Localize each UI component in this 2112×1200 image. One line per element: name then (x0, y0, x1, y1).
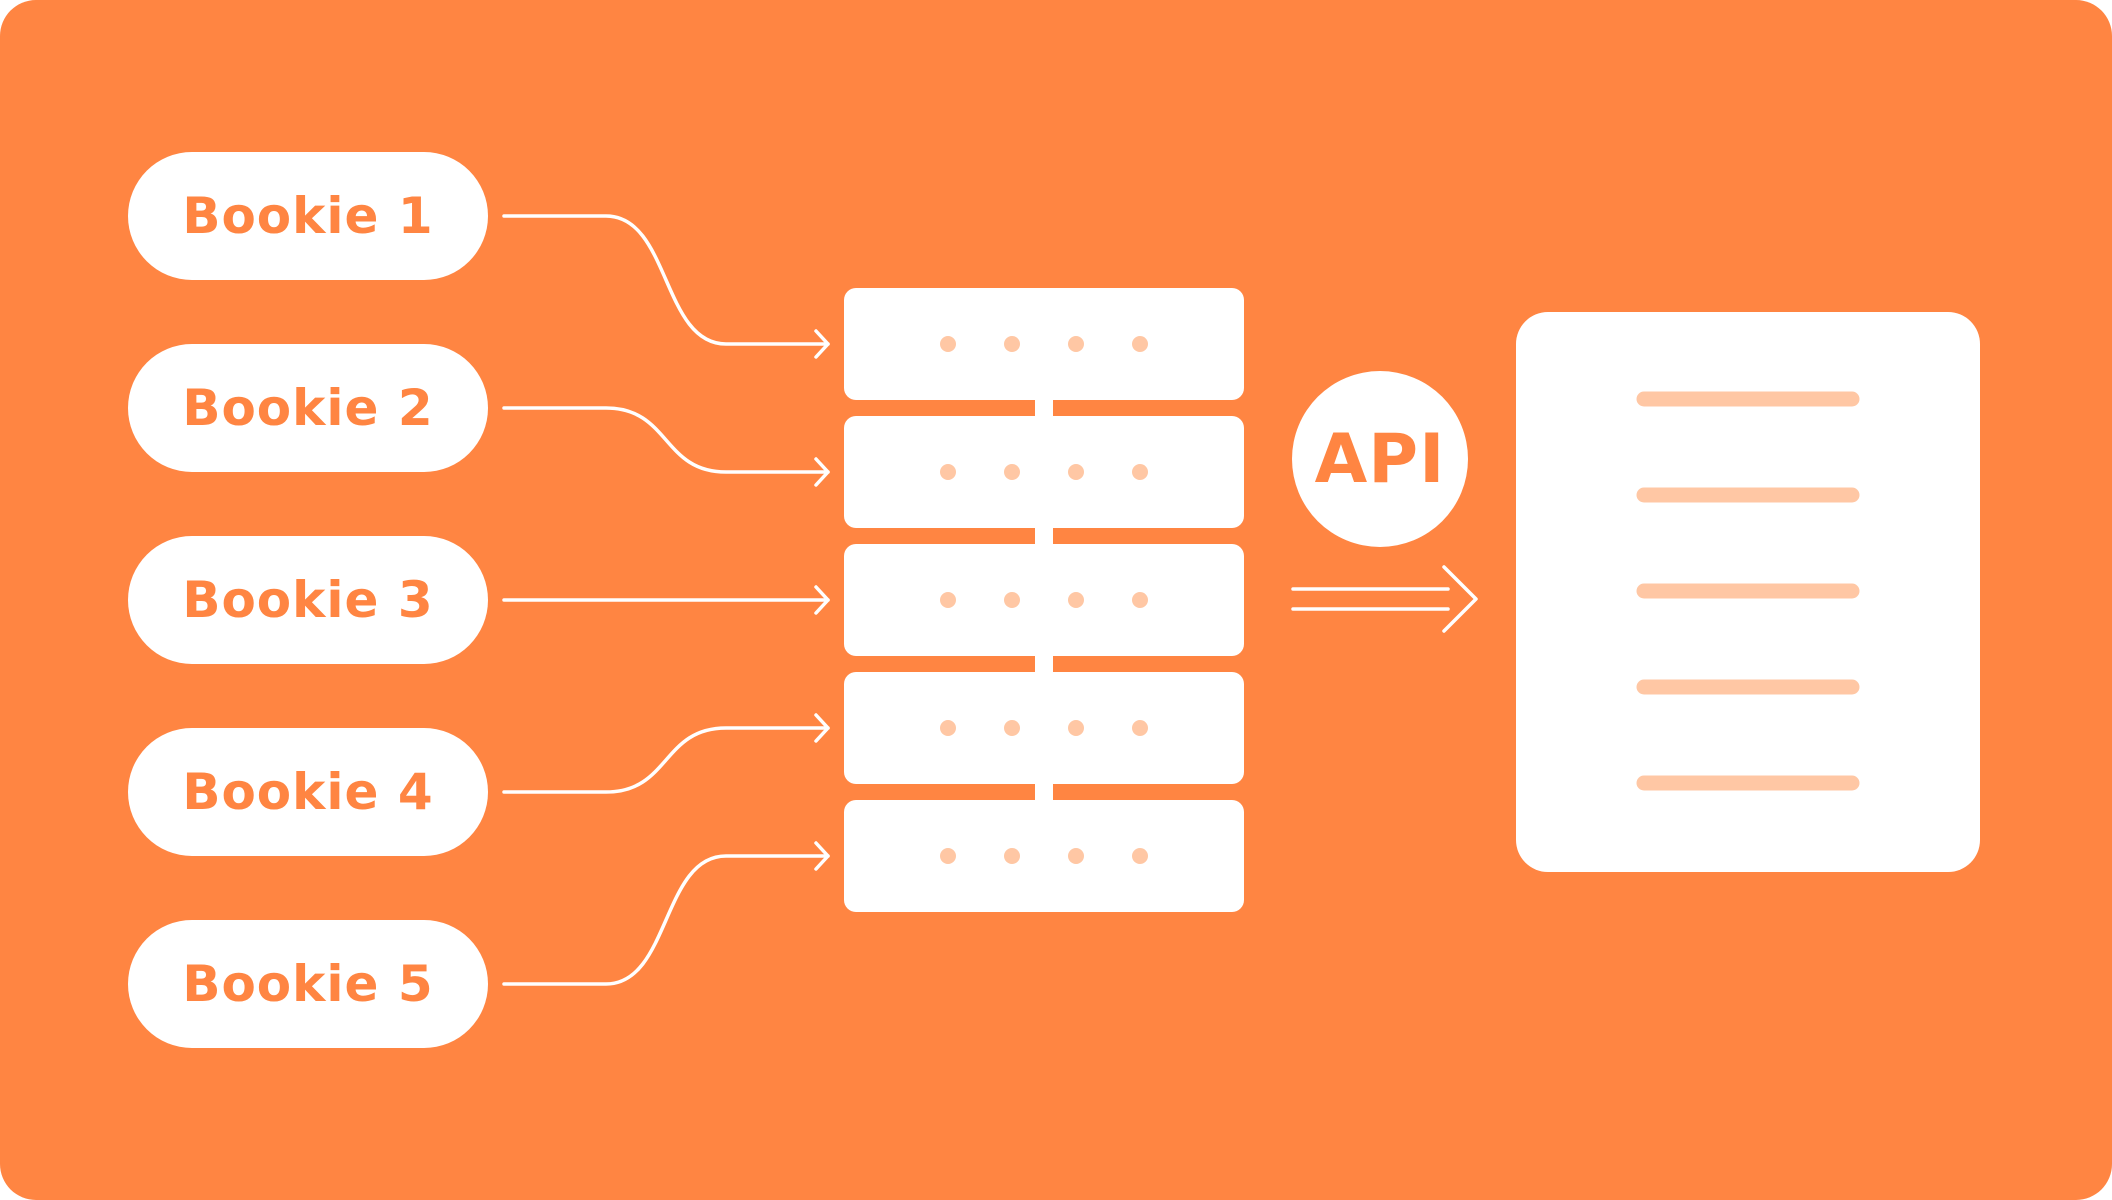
server-connector (1035, 528, 1053, 544)
server-indicator-dot (1068, 336, 1084, 352)
server-indicator-dot (1004, 336, 1020, 352)
bookie-label-1: Bookie 1 (182, 187, 434, 245)
api-label: API (1314, 419, 1446, 499)
bookie-3-arrowhead (814, 585, 830, 615)
server-unit-4 (844, 672, 1244, 784)
server-connector (1035, 656, 1053, 672)
server-unit-2 (844, 416, 1244, 528)
server-unit-5 (844, 800, 1244, 912)
bookie-2-arrowhead (814, 457, 830, 487)
server-connector (1035, 784, 1053, 800)
bookie-label-4: Bookie 4 (182, 763, 434, 821)
server-connector (1035, 400, 1053, 416)
server-indicator-dot (940, 720, 956, 736)
server-indicator-dot (1068, 848, 1084, 864)
bookie-pill-4: Bookie 4 (128, 728, 488, 856)
server-unit-1 (844, 288, 1244, 400)
server-indicator-dot (1132, 336, 1148, 352)
server-indicator-dot (1132, 848, 1148, 864)
bookie-2-connector-line (502, 406, 830, 474)
bookie-4-arrowhead (814, 713, 830, 743)
server-indicator-dot (1004, 848, 1020, 864)
server-indicator-dot (940, 464, 956, 480)
server-indicator-dot (940, 848, 956, 864)
api-badge: API (1292, 371, 1468, 547)
server-indicator-dot (940, 336, 956, 352)
bookie-5-connector-line (502, 854, 830, 986)
server-indicator-dot (1068, 720, 1084, 736)
bookie-label-2: Bookie 2 (182, 379, 434, 437)
bookie-pill-1: Bookie 1 (128, 152, 488, 280)
bookie-label-5: Bookie 5 (182, 955, 434, 1013)
bookie-pill-2: Bookie 2 (128, 344, 488, 472)
server-indicator-dot (1004, 464, 1020, 480)
server-indicator-dot (1132, 720, 1148, 736)
server-indicator-dot (940, 592, 956, 608)
bookie-5-arrowhead (814, 841, 830, 871)
server-indicator-dot (1004, 720, 1020, 736)
server-indicator-dot (1132, 592, 1148, 608)
bookie-pill-5: Bookie 5 (128, 920, 488, 1048)
server-unit-3 (844, 544, 1244, 656)
bookie-4-connector-line (502, 726, 830, 794)
bookie-1-connector-line (502, 214, 830, 346)
server-indicator-dot (1132, 464, 1148, 480)
server-indicator-dot (1068, 464, 1084, 480)
bookie-pill-3: Bookie 3 (128, 536, 488, 664)
bookie-label-3: Bookie 3 (182, 571, 434, 629)
server-indicator-dot (1004, 592, 1020, 608)
server-indicator-dot (1068, 592, 1084, 608)
api-arrow-head (1442, 565, 1478, 633)
bookie-1-arrowhead (814, 329, 830, 359)
